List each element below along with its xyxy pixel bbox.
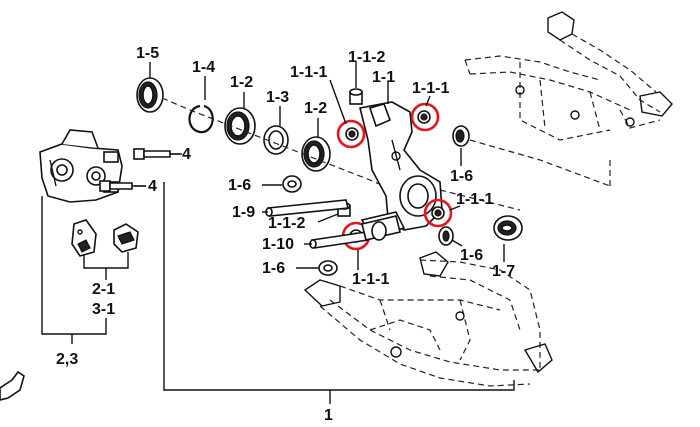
washer-1-6-middle-left	[282, 175, 302, 193]
sleeve-1-1-2-top	[349, 88, 363, 105]
label-1-1-2-middle: 1-1-2	[268, 215, 305, 232]
label-1-2-left: 1-2	[230, 74, 253, 91]
label-1-6-lower-right: 1-6	[460, 247, 483, 264]
label-1: 1	[324, 407, 333, 424]
bracket-2-3	[41, 196, 107, 335]
brake-pad-left	[71, 219, 97, 257]
bushing-1-1-1-lower-right	[431, 206, 445, 220]
seal-1-7	[493, 215, 523, 241]
label-2-3: 2,3	[56, 351, 78, 368]
label-4-upper: 4	[182, 146, 191, 163]
label-1-10: 1-10	[262, 236, 294, 253]
leader-1-1-1-a	[329, 79, 347, 125]
label-1-6-upper: 1-6	[450, 168, 473, 185]
label-1-5: 1-5	[136, 45, 159, 62]
upper-swing-arm-frame	[464, 11, 673, 141]
bushing-tube	[361, 215, 401, 241]
label-1-1-1-c: 1-1-1	[456, 191, 493, 208]
label-1-9: 1-9	[232, 204, 255, 221]
brake-pad-right	[113, 223, 139, 253]
pin-1-9	[265, 199, 350, 217]
label-1-7: 1-7	[492, 263, 515, 280]
highlight-circle-3	[423, 198, 453, 228]
bushing-1-1-1-knuckle-right	[417, 110, 431, 124]
highlight-circle-2	[410, 102, 440, 132]
bushing-1-1-1-knuckle-left	[345, 127, 359, 141]
seal-1-5	[136, 77, 164, 113]
bracket-part-1	[163, 182, 515, 391]
lower-swing-arm-frame	[303, 251, 553, 387]
label-1-3: 1-3	[266, 89, 289, 106]
leader-1-1-1-c	[449, 205, 461, 211]
bracket-pads	[83, 252, 129, 269]
leader-1-1-1-b	[425, 95, 431, 107]
label-1-1-1-a: 1-1-1	[290, 64, 327, 81]
label-1-2-right: 1-2	[304, 100, 327, 117]
label-1-1-1-b: 1-1-1	[412, 80, 449, 97]
label-1-6-bottom: 1-6	[262, 260, 285, 277]
label-4-lower: 4	[148, 178, 157, 195]
pin-1-10	[309, 231, 369, 249]
brake-caliper	[39, 129, 123, 203]
label-1-1-1-d: 1-1-1	[352, 271, 389, 288]
label-1-6-middle-left: 1-6	[228, 177, 251, 194]
bearing-1-2-right	[301, 136, 331, 172]
label-3-1: 3-1	[92, 301, 115, 318]
assembly-axis	[161, 97, 431, 207]
highlight-circle-1	[336, 119, 366, 149]
washer-1-6-lower-right	[438, 226, 454, 246]
caliper-bolt-upper	[133, 148, 180, 160]
label-2-1: 2-1	[92, 281, 115, 298]
label-1-1: 1-1	[372, 69, 395, 86]
leader-1-6-c	[451, 239, 463, 247]
leader-1-1-2-b	[317, 213, 339, 223]
label-1-1-2-top: 1-1-2	[348, 49, 385, 66]
brake-hose-fragment	[0, 370, 25, 401]
leader-dashed-1-6-frame	[469, 139, 611, 187]
spacer-1-3	[263, 125, 289, 155]
knuckle-1-1	[359, 101, 443, 239]
washer-1-6-bottom	[318, 260, 338, 276]
leader-dashed-knuckle-frame	[439, 189, 521, 211]
seal-1-6-upper-right	[452, 125, 470, 147]
label-1-4: 1-4	[192, 59, 215, 76]
snap-ring-1-4	[188, 104, 214, 134]
